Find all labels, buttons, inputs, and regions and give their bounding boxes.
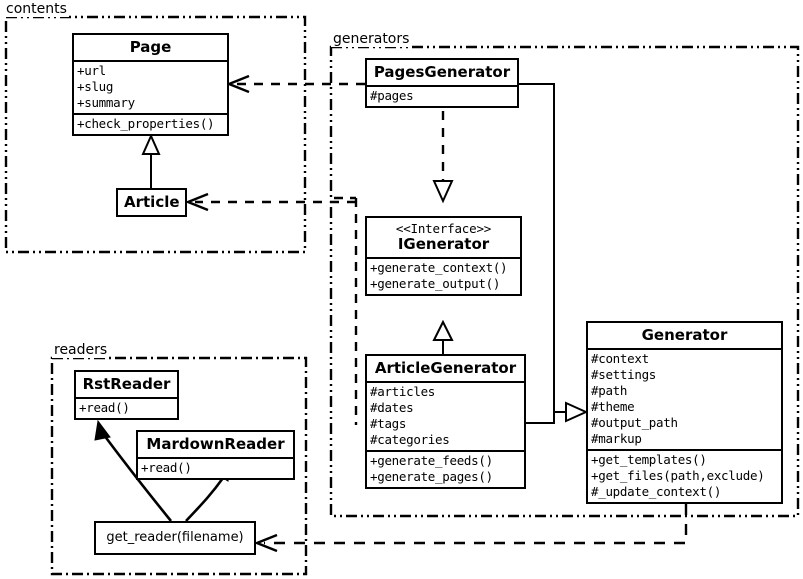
- class-member: +generate_context(): [370, 259, 508, 275]
- class-member: #categories: [370, 432, 450, 448]
- class-member: +get_files(path,exclude): [591, 468, 765, 484]
- generalization-arrowhead-igenerator: [432, 319, 454, 341]
- class-methods-article-generator: +generate_feeds() +generate_pages(): [367, 450, 524, 487]
- class-member: +generate_output(): [370, 275, 501, 291]
- class-box-article[interactable]: Article: [116, 188, 187, 218]
- class-methods-rst-reader: +read(): [76, 397, 177, 418]
- class-member: +url: [77, 63, 106, 79]
- generalization-arrowhead-generator: [565, 401, 589, 423]
- generalization-arrowhead-page: [141, 133, 161, 155]
- class-member: +generate_feeds(): [370, 453, 493, 469]
- class-member: #output_path: [591, 415, 678, 431]
- class-methods-igenerator: +generate_context() +generate_output(): [367, 256, 520, 294]
- class-title-pages-generator: PagesGenerator: [373, 63, 511, 81]
- class-title-generator: Generator: [641, 326, 728, 344]
- class-member: #markup: [591, 431, 642, 447]
- class-name-igenerator: IGenerator: [397, 234, 490, 253]
- class-member: +check_properties(): [77, 116, 215, 132]
- class-methods-page: +check_properties(): [74, 113, 227, 134]
- class-title-article: Article: [124, 193, 180, 211]
- function-box-get-reader[interactable]: get_reader(filename): [94, 521, 256, 556]
- class-box-pages-generator[interactable]: PagesGenerator #pages: [365, 58, 519, 109]
- class-member: #_update_context(): [591, 484, 722, 500]
- class-member: +generate_pages(): [370, 469, 493, 485]
- class-member: #theme: [591, 399, 635, 415]
- class-box-mardown-reader[interactable]: MardownReader +read(): [136, 430, 295, 481]
- class-stereotype-igenerator: <<Interface>>: [395, 221, 492, 236]
- class-box-page[interactable]: Page +url +slug +summary +check_properti…: [72, 33, 229, 137]
- class-attributes-pages-generator: #pages: [367, 85, 517, 106]
- class-box-article-generator[interactable]: ArticleGenerator #articles #dates #tags …: [365, 354, 526, 490]
- realization-arrowhead-igenerator: [432, 180, 454, 204]
- function-title-get-reader: get_reader(filename): [106, 530, 244, 545]
- class-attributes-page: +url +slug +summary: [74, 60, 227, 113]
- class-member: #pages: [370, 88, 414, 104]
- class-member: #tags: [370, 416, 407, 432]
- class-member: +summary: [77, 95, 135, 111]
- class-member: #path: [591, 383, 628, 399]
- package-label-generators: generators: [331, 31, 412, 47]
- class-title-page: Page: [129, 38, 172, 56]
- class-member: #context: [591, 351, 649, 367]
- dependency-arrowhead-page: [225, 74, 250, 94]
- relation-generator-to-getreader: [264, 504, 688, 545]
- class-member: #articles: [370, 384, 436, 400]
- class-title-mardown-reader: MardownReader: [146, 435, 285, 453]
- class-title-igenerator: <<Interface>> IGenerator: [367, 218, 520, 257]
- class-box-igenerator[interactable]: <<Interface>> IGenerator +generate_conte…: [365, 216, 522, 296]
- class-methods-mardown-reader: +read(): [138, 457, 293, 478]
- class-member: #settings: [591, 367, 657, 383]
- class-attributes-generator: #context #settings #path #theme #output_…: [588, 348, 781, 449]
- class-member: +read(): [79, 400, 130, 416]
- uses-arrowhead-rstreader: [94, 419, 111, 441]
- relation-getreader-to-mardownreader: [185, 477, 225, 522]
- package-label-readers: readers: [52, 342, 110, 358]
- dependency-arrowhead-getreader: [253, 533, 278, 553]
- package-label-contents: contents: [4, 1, 69, 17]
- class-member: +slug: [77, 79, 114, 95]
- relation-pagesgenerator-to-generator: [519, 83, 566, 413]
- class-box-generator[interactable]: Generator #context #settings #path #them…: [586, 321, 783, 505]
- dependency-arrowhead-article: [184, 192, 209, 212]
- class-attributes-article-generator: #articles #dates #tags #categories: [367, 381, 524, 450]
- class-methods-generator: +get_templates() +get_files(path,exclude…: [588, 449, 781, 502]
- class-member: +get_templates(): [591, 452, 707, 468]
- class-box-rst-reader[interactable]: RstReader +read(): [74, 370, 179, 421]
- class-member: +read(): [141, 460, 192, 476]
- relation-articlegenerator-to-generator: [526, 412, 555, 424]
- class-member: #dates: [370, 400, 414, 416]
- class-title-rst-reader: RstReader: [82, 375, 171, 393]
- class-title-article-generator: ArticleGenerator: [374, 359, 517, 377]
